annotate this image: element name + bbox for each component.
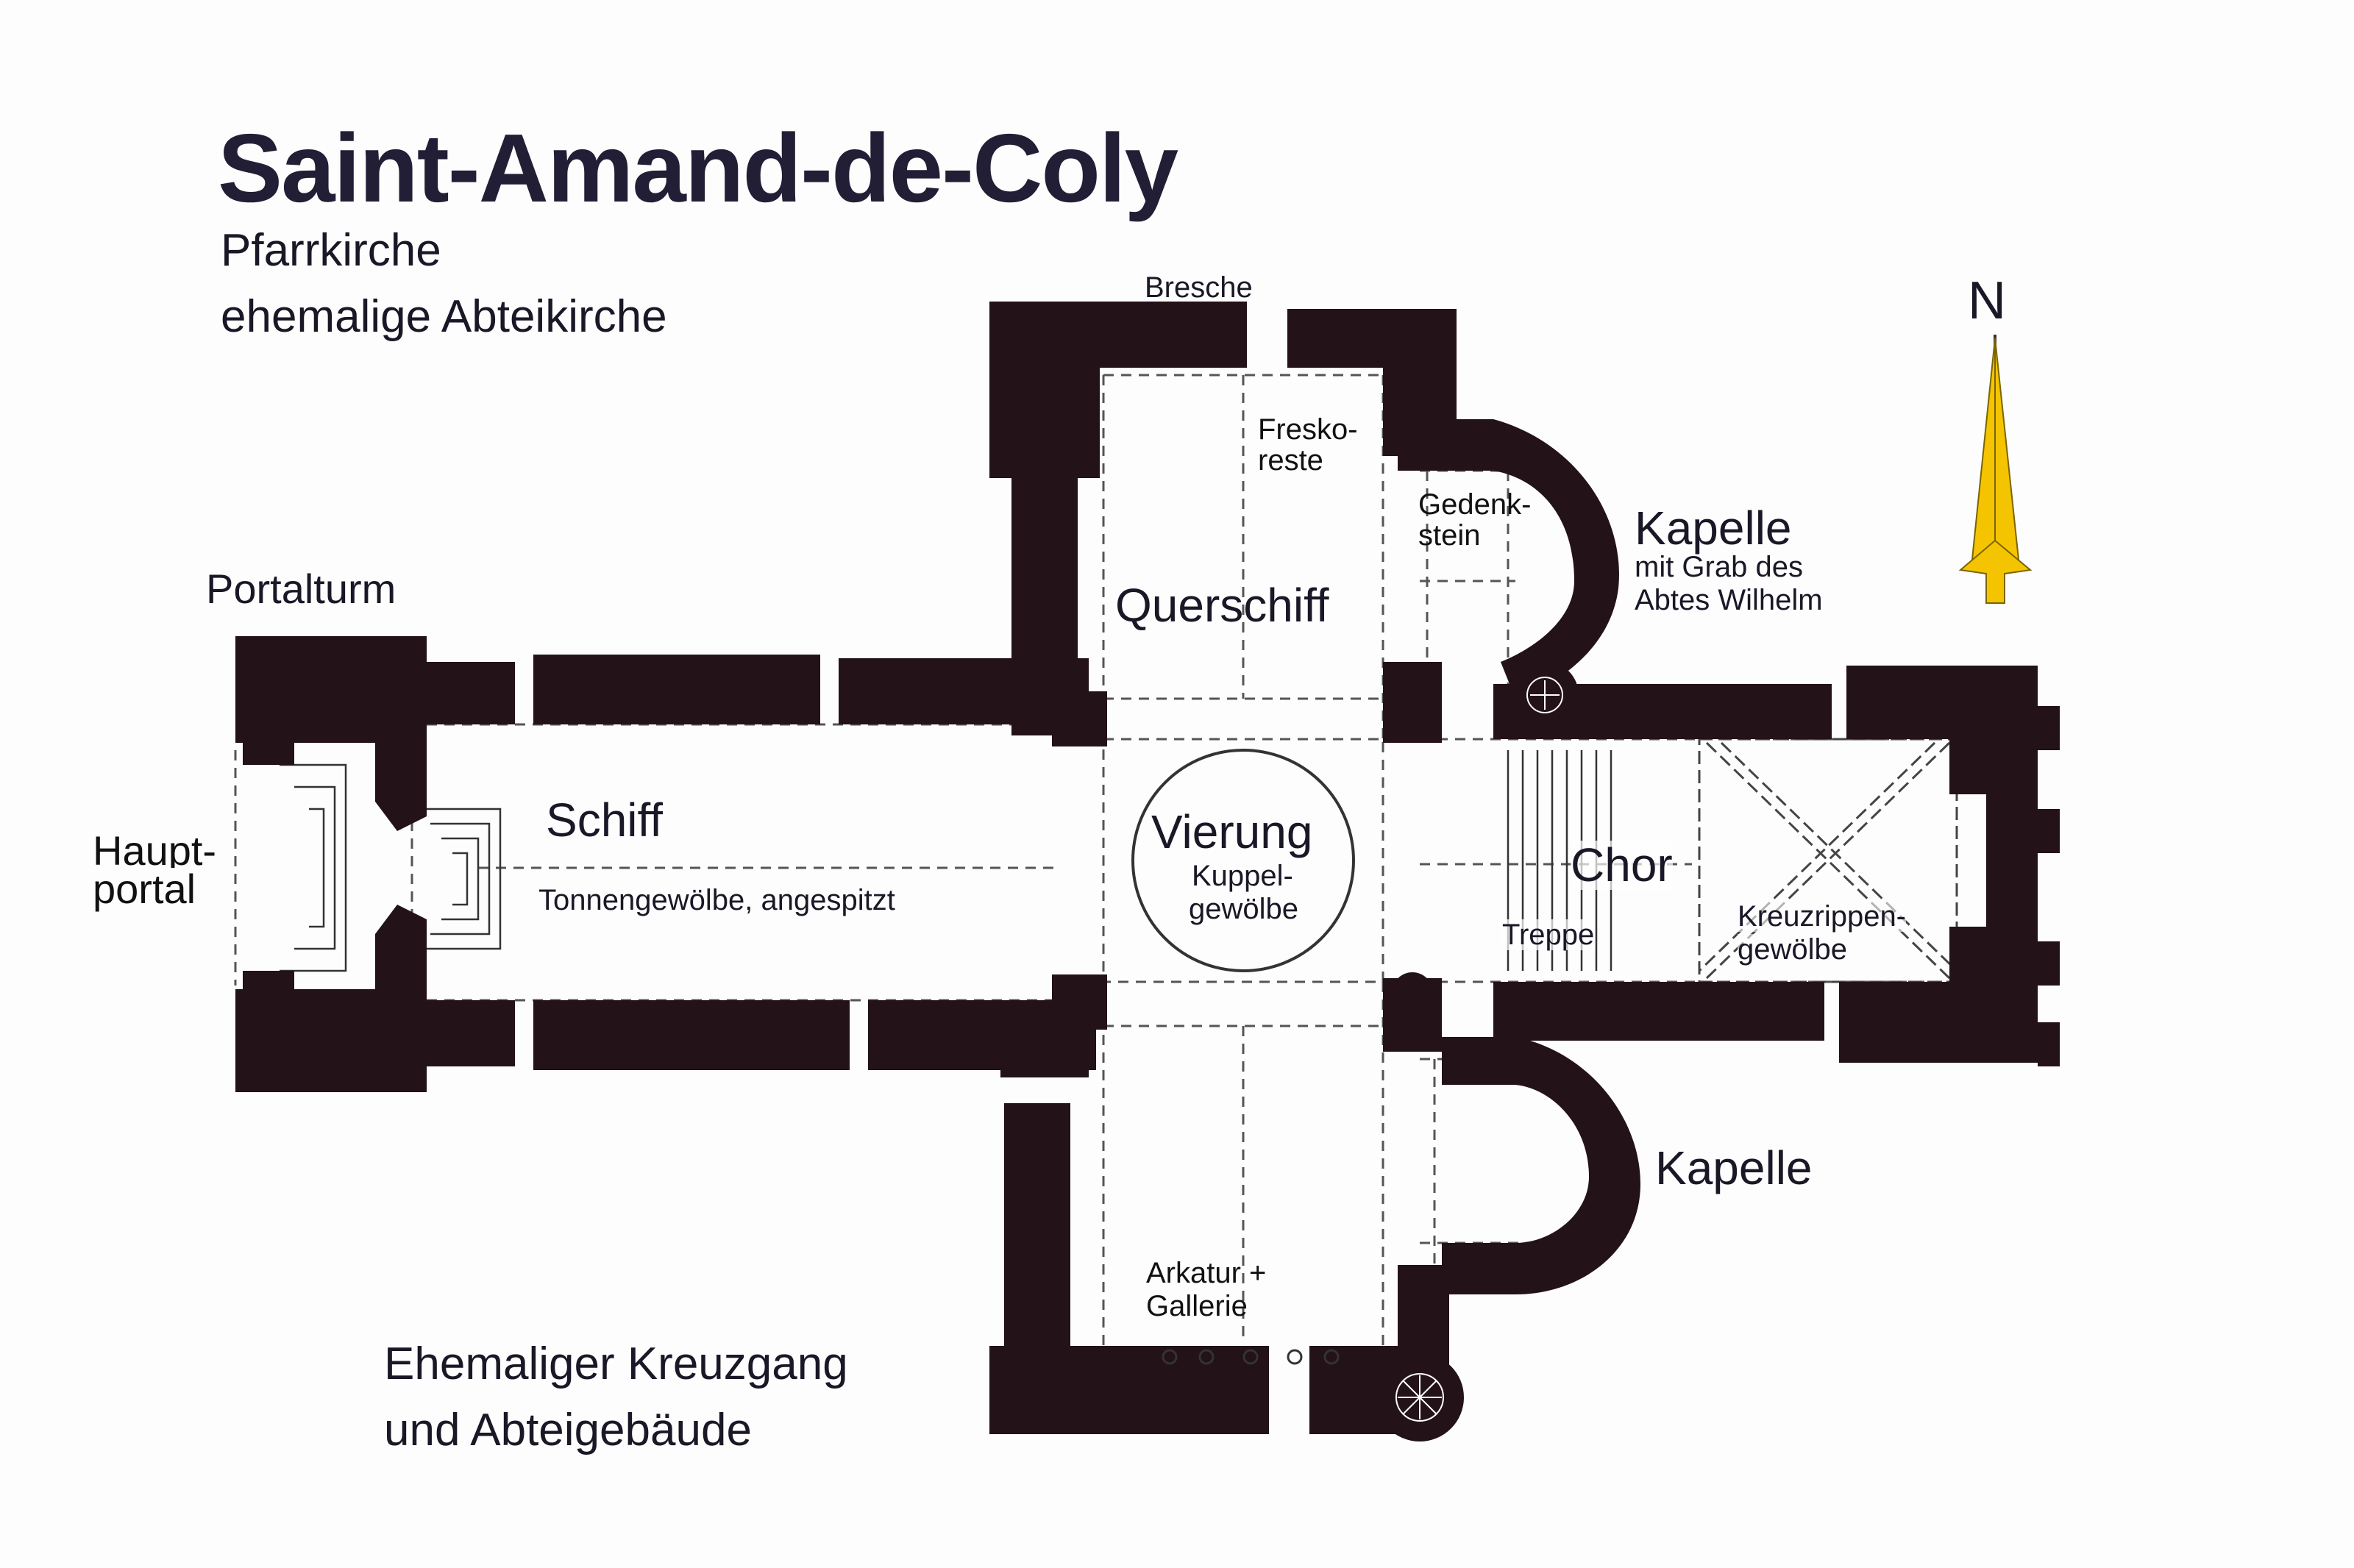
- north-label: N: [1968, 271, 2006, 330]
- label-gedenkstein-1: Gedenk-: [1418, 488, 1532, 521]
- label-kreuzgang-2: und Abteigebäude: [384, 1405, 752, 1455]
- label-kapelle-north-desc-2: Abtes Wilhelm: [1635, 584, 1823, 616]
- walls: [235, 302, 2060, 1442]
- subtitle-parish-church: Pfarrkirche: [221, 225, 441, 276]
- label-arkatur-2: Gallerie: [1146, 1290, 1248, 1322]
- label-kapelle-north-desc-1: mit Grab des: [1635, 551, 1803, 583]
- label-hauptportal-1: Haupt-: [93, 827, 217, 874]
- label-portalturm: Portalturm: [206, 566, 397, 612]
- label-treppe: Treppe: [1502, 919, 1595, 951]
- label-kuppel-2: gewölbe: [1189, 893, 1299, 925]
- label-querschiff: Querschiff: [1115, 579, 1329, 632]
- label-gedenkstein-2: stein: [1418, 519, 1481, 552]
- label-schiff-desc: Tonnengewölbe, angespitzt: [538, 884, 895, 916]
- arcade-columns: [1162, 1349, 1340, 1365]
- page-title: Saint-Amand-de-Coly: [218, 114, 1178, 222]
- label-freskoreste-1: Fresko-: [1258, 413, 1358, 446]
- crossing-dome: [1131, 749, 1355, 972]
- label-arkatur-1: Arkatur +: [1146, 1257, 1267, 1289]
- label-freskoreste-2: reste: [1258, 444, 1323, 477]
- label-kapelle-north: Kapelle: [1635, 502, 1792, 555]
- label-hauptportal-2: portal: [93, 866, 196, 912]
- label-kapelle-south: Kapelle: [1655, 1141, 1813, 1194]
- subtitle-former-abbey: ehemalige Abteikirche: [221, 291, 667, 342]
- label-chor: Chor: [1571, 838, 1673, 891]
- label-schiff: Schiff: [546, 794, 663, 847]
- label-kreuzgang-1: Ehemaliger Kreuzgang: [384, 1339, 848, 1389]
- label-vierung: Vierung: [1151, 805, 1313, 858]
- spiral-stairs: [1395, 677, 1563, 1422]
- rib-vault: [1698, 738, 1958, 983]
- north-arrow-icon: [1958, 335, 2033, 604]
- label-bresche: Bresche: [1145, 271, 1253, 304]
- label-kreuzrippen-2: gewölbe: [1738, 933, 1848, 966]
- label-kuppel-1: Kuppel-: [1192, 860, 1293, 892]
- porch-steps: [280, 763, 502, 972]
- label-kreuzrippen-1: Kreuzrippen-: [1738, 900, 1907, 933]
